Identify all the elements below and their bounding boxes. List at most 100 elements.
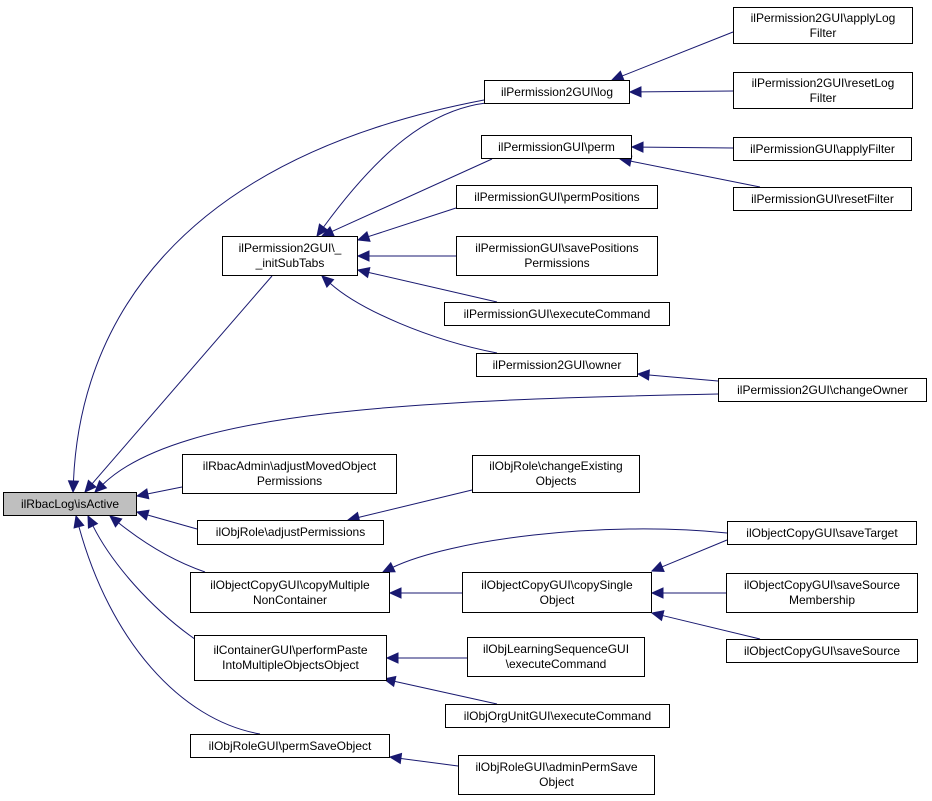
arrowhead-owner-to-initSub <box>321 275 335 288</box>
node-label: Filter <box>809 25 837 40</box>
edge-p2log-to-root <box>72 99 485 482</box>
node-label: ilPermissionGUI\resetFilter <box>751 191 894 206</box>
node-pperm[interactable]: ilPermissionGUI\perm <box>481 135 632 159</box>
node-label: \executeCommand <box>505 657 607 671</box>
node-label: Permissions <box>256 474 323 488</box>
edge-adjPerm-to-root <box>147 514 198 530</box>
node-p2log[interactable]: ilPermission2GUI\log <box>484 80 630 104</box>
node-label: Permissions <box>524 256 590 270</box>
node-owner[interactable]: ilPermission2GUI\owner <box>476 353 638 377</box>
node-label: ilPermissionGUI\permPositions <box>474 189 640 204</box>
edge-applyF-to-pperm <box>642 146 734 149</box>
node-savetarget[interactable]: ilObjectCopyGUI\saveTarget <box>727 521 917 545</box>
node-label: Object <box>539 592 575 607</box>
edge-initSub-to-root <box>91 275 273 485</box>
node-label: ilPermission2GUI\applyLog <box>750 10 896 25</box>
edge-p2log-to-initSub <box>323 102 487 228</box>
edge-orgExec-to-contPaste <box>394 680 498 705</box>
node-label: ilPermissionGUI\perm <box>498 139 615 154</box>
edge-pexec-to-initSub <box>368 271 498 303</box>
edge-saveSrc-to-copySin <box>662 615 761 640</box>
node-label: _initSubTabs <box>255 256 325 270</box>
edge-permPos-to-initSub <box>368 207 457 238</box>
arrowhead-saveTgt-to-copySin <box>650 561 665 572</box>
node-savepositions[interactable]: ilPermissionGUI\savePositions Permission… <box>456 236 658 276</box>
edge-owner-to-initSub <box>329 282 498 354</box>
node-label: ilRbacAdmin\adjustMovedObject <box>202 459 377 473</box>
arrowhead-permPos-to-initSub <box>356 230 371 242</box>
arrowhead-chOwner-to-root <box>94 479 108 493</box>
arrowhead-copyMul-to-root <box>109 515 123 528</box>
node-label: ilPermission2GUI\owner <box>492 357 622 372</box>
edge-rbacAdj-to-root <box>147 486 183 495</box>
node-label: Object <box>539 775 574 789</box>
node-adjustpermissions[interactable]: ilObjRole\adjustPermissions <box>197 520 384 545</box>
node-label: ilObjRoleGUI\adminPermSave <box>475 760 638 774</box>
node-applyfilter[interactable]: ilPermissionGUI\applyFilter <box>733 137 912 161</box>
node-savesource-membership[interactable]: ilObjectCopyGUI\saveSource Membership <box>726 573 918 613</box>
node-permpositions[interactable]: ilPermissionGUI\permPositions <box>456 185 658 209</box>
node-label: ilPermission2GUI\log <box>500 84 614 99</box>
node-label: ilObjectCopyGUI\saveTarget <box>746 525 898 540</box>
node-performpaste[interactable]: ilContainerGUI\performPaste IntoMultiple… <box>194 635 387 681</box>
arrowhead-p2log-to-initSub <box>316 223 329 237</box>
edge-chExist-to-adjPerm <box>358 489 473 518</box>
edge-pperm-to-initSub <box>331 158 493 232</box>
node-changeowner[interactable]: ilPermission2GUI\changeOwner <box>718 378 927 402</box>
arrowhead-rbacAdj-to-root <box>135 488 150 500</box>
node-label: ilObjRole\changeExisting <box>489 459 623 473</box>
node-learningsequence-exec[interactable]: ilObjLearningSequenceGUI \executeCommand <box>467 637 645 677</box>
arrowhead-pexec-to-initSub <box>356 266 371 279</box>
arrowhead-rolePerm-to-root <box>73 514 85 529</box>
node-label: ilObjectCopyGUI\saveSource <box>743 643 901 658</box>
arrowhead-contPaste-to-root <box>87 514 99 529</box>
arrowhead-saveSrc-to-copySin <box>650 610 665 622</box>
node-label: NonContainer <box>252 592 328 607</box>
node-perm-executecommand[interactable]: ilPermissionGUI\executeCommand <box>444 302 670 326</box>
arrowhead-chOwner-to-owner <box>636 369 650 381</box>
edge-saveTgt-to-copyMul <box>392 528 728 568</box>
arrowhead-p2log-to-root <box>67 480 80 494</box>
node-adminpermsave[interactable]: ilObjRoleGUI\adminPermSave Object <box>458 755 655 795</box>
edge-copyMul-to-root <box>118 522 206 573</box>
node-savesource[interactable]: ilObjectCopyGUI\saveSource <box>726 639 918 663</box>
node-label: ilObjectCopyGUI\copySingle <box>481 577 633 592</box>
node-resetfilter[interactable]: ilPermissionGUI\resetFilter <box>733 187 912 211</box>
node-permsaveobject[interactable]: ilObjRoleGUI\permSaveObject <box>190 734 390 758</box>
edge-saveTgt-to-copySin <box>661 539 728 568</box>
arrowhead-applyF-to-pperm <box>630 141 644 153</box>
edge-applyLog-to-p2log <box>622 31 734 77</box>
node-rbacadmin-adjust[interactable]: ilRbacAdmin\adjustMovedObject Permission… <box>182 454 397 494</box>
edge-chOwner-to-owner <box>648 374 719 382</box>
arrowhead-copySin-to-copyMul <box>388 587 402 599</box>
node-label: ilObjOrgUnitGUI\executeCommand <box>463 708 652 723</box>
node-label: ilObjRoleGUI\permSaveObject <box>208 738 372 753</box>
node-copymultiple[interactable]: ilObjectCopyGUI\copyMultiple NonContaine… <box>190 572 390 613</box>
node-label: Objects <box>535 474 577 488</box>
node-label: ilPermissionGUI\applyFilter <box>750 141 895 156</box>
edge-resetF-to-pperm <box>630 160 761 188</box>
node-label: ilPermissionGUI\savePositions <box>475 241 639 255</box>
node-label: IntoMultipleObjectsObject <box>222 658 359 672</box>
node-orgunit-exec[interactable]: ilObjOrgUnitGUI\executeCommand <box>445 704 670 728</box>
arrowhead-adjPerm-to-root <box>135 509 150 521</box>
node-label: ilObjectCopyGUI\copyMultiple <box>210 577 370 592</box>
node-applylog[interactable]: ilPermission2GUI\applyLog Filter <box>733 7 913 44</box>
node-label: ilObjLearningSequenceGUI <box>482 642 630 656</box>
node-changeexisting[interactable]: ilObjRole\changeExisting Objects <box>472 455 640 493</box>
node-copysingle[interactable]: ilObjectCopyGUI\copySingle Object <box>462 572 652 613</box>
node-label: ilPermission2GUI\_ <box>238 241 342 255</box>
node-root[interactable]: ilRbacLog\isActive <box>3 492 137 516</box>
edge-resetLog-to-p2log <box>640 90 734 93</box>
node-label: ilPermission2GUI\resetLog <box>751 75 895 90</box>
node-label: ilRbacLog\isActive <box>20 496 120 511</box>
node-resetlog[interactable]: ilPermission2GUI\resetLog Filter <box>733 72 913 109</box>
node-label: ilObjectCopyGUI\saveSource <box>743 578 901 592</box>
arrowhead-adminPerm-to-rolePerm <box>388 752 403 765</box>
node-initsubtabs[interactable]: ilPermission2GUI\_ _initSubTabs <box>222 236 358 276</box>
arrowhead-saveMem-to-copySin <box>650 587 664 599</box>
arrowhead-resetLog-to-p2log <box>628 86 642 98</box>
arrowhead-saveTgt-to-copyMul <box>381 561 396 573</box>
edge-chOwner-to-root <box>102 393 719 485</box>
